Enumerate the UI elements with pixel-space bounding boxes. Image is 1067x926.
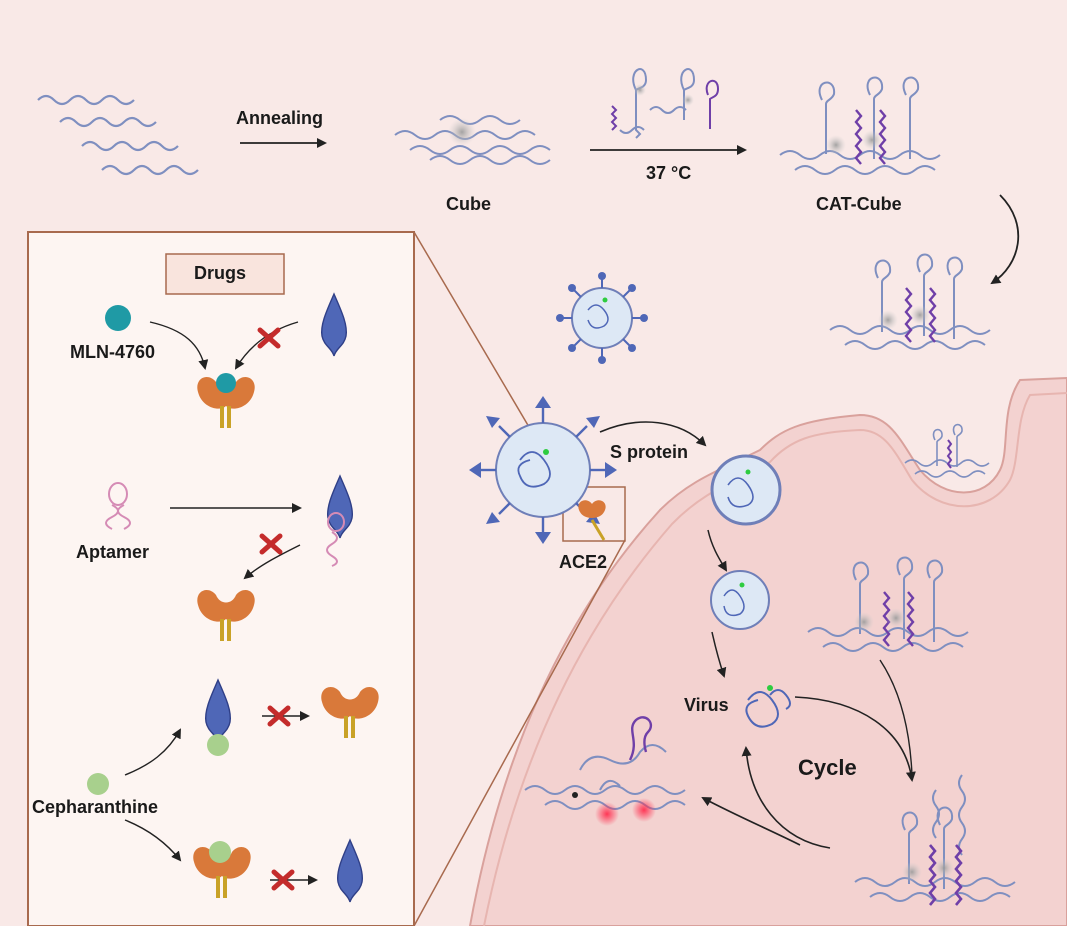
spike-with-aptamer: [326, 474, 354, 567]
cat-cube-inside: [807, 556, 969, 652]
ace2-zoom-box: [562, 486, 626, 542]
cat-cube-label: CAT-Cube: [816, 194, 902, 214]
cycle-arrow-probe: [879, 659, 913, 776]
drugs-panel: [27, 231, 415, 926]
host-cell: [468, 376, 1067, 926]
mln-arrow: [149, 321, 209, 370]
drugs-title-box: [165, 253, 285, 295]
blocked-arrow-2: [243, 544, 301, 580]
signal-arrow: [701, 797, 801, 846]
hairpin-probes: [610, 68, 720, 139]
temperature-label: 37 °C: [646, 163, 692, 183]
mln-label: MLN-4760: [70, 342, 156, 362]
virus-label: Virus: [684, 695, 729, 715]
cycle-label: Cycle: [798, 755, 857, 780]
dna-cube: [394, 115, 551, 165]
ace2-with-ceph: [193, 841, 251, 898]
cepharanthine-label: Cepharanthine: [32, 797, 159, 817]
ace2-free-2: [321, 687, 379, 738]
block-x-2: [259, 533, 283, 555]
single-strands: [37, 94, 199, 176]
virus-particle-large: [469, 396, 617, 544]
aptamer-molecule: [105, 482, 131, 530]
virus-particle-small: [556, 272, 648, 364]
endosome-cat-cube: [904, 423, 990, 478]
ace2-free-1: [197, 590, 255, 641]
ace2-receptor-small: [578, 500, 606, 541]
cepharanthine-molecule: [87, 773, 109, 795]
cube-label: Cube: [446, 194, 491, 214]
ceph-arrow-up: [124, 728, 181, 776]
cat-cube-top: [779, 76, 941, 175]
ace2-with-mln: [197, 373, 255, 428]
cat-cube-outside: [829, 253, 991, 350]
endosome-virus: [710, 454, 782, 526]
block-x-3: [267, 705, 291, 727]
cycle-arrow-out: [741, 746, 831, 849]
release-arrow: [711, 631, 727, 678]
spike-with-ceph: [204, 678, 232, 756]
aptamer-label: Aptamer: [76, 542, 150, 562]
spike-free: [336, 838, 364, 903]
cat-cube-down-arrow: [990, 194, 1020, 285]
ceph-arrow-down: [124, 819, 182, 862]
annealing-label: Annealing: [236, 108, 324, 128]
cycle-arrow-in: [794, 696, 916, 782]
cat-cube-activated: [854, 774, 1016, 906]
ace2-label: ACE2: [559, 552, 608, 572]
block-x-1: [257, 327, 281, 349]
drugs-title: Drugs: [194, 263, 247, 283]
mln-4760-molecule: [105, 305, 131, 331]
s-protein-arrow: [599, 421, 707, 447]
uncoating-vesicle: [710, 570, 770, 630]
s-protein-label: S protein: [610, 442, 689, 462]
blocked-arrow-1: [234, 321, 299, 370]
fluorescent-product: [524, 716, 686, 826]
spike-protein-1: [320, 292, 348, 357]
block-x-4: [271, 869, 295, 891]
viral-rna: [745, 685, 791, 728]
internalize-arrow: [707, 529, 728, 572]
